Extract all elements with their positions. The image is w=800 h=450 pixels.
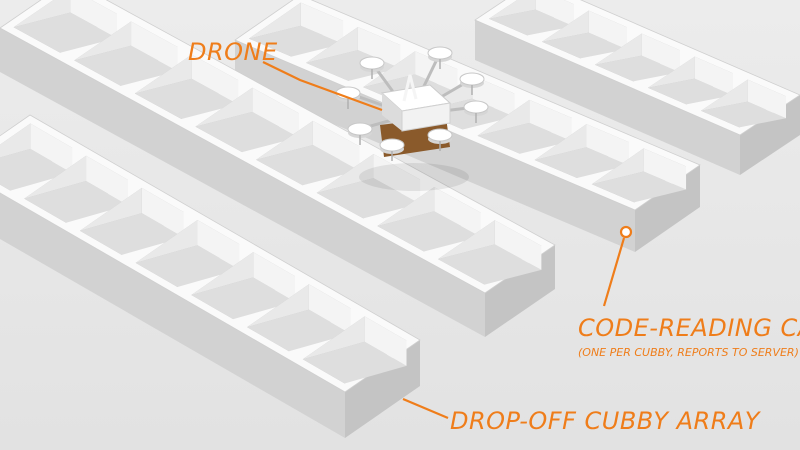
cubby-row-back-right bbox=[474, 0, 800, 175]
cubby-front-wall bbox=[0, 28, 485, 337]
cubby-cell bbox=[437, 220, 542, 285]
cubby-cell bbox=[24, 155, 128, 223]
cubby-cell bbox=[306, 26, 401, 81]
cubby-array-label: DROP-OFF CUBBY ARRAY bbox=[450, 407, 762, 435]
cubby-rows bbox=[0, 0, 800, 438]
drone-rotor bbox=[379, 138, 405, 152]
cubby-front-wall bbox=[0, 192, 345, 438]
drone-rotor bbox=[427, 46, 453, 60]
drone-rotor bbox=[359, 56, 385, 70]
cubby-cell bbox=[79, 187, 184, 255]
cubby-leader-line bbox=[402, 397, 449, 420]
cubby-cell bbox=[488, 0, 575, 36]
camera-leader-line bbox=[602, 237, 626, 307]
cubby-cell bbox=[13, 0, 118, 53]
cubby-cell bbox=[134, 54, 239, 120]
cubby-cell bbox=[377, 187, 481, 252]
cubby-cell bbox=[534, 124, 629, 179]
cubby-cell bbox=[248, 2, 344, 57]
cubby-cell bbox=[541, 10, 628, 59]
cubby-cell bbox=[591, 148, 687, 203]
drone-callout: DRONE bbox=[188, 38, 383, 112]
drone-rotor bbox=[347, 122, 373, 136]
drone-shadow bbox=[359, 163, 469, 191]
cubby-row-front bbox=[0, 114, 421, 438]
camera-label: CODE-READING CAM bbox=[578, 314, 800, 342]
cubby-cell bbox=[477, 99, 572, 154]
cubby-front-wall bbox=[475, 20, 740, 175]
quadcopter-drone-icon bbox=[335, 46, 489, 191]
cubby-cell bbox=[74, 21, 178, 86]
cubby-cell bbox=[195, 87, 299, 153]
cubby-cell bbox=[302, 316, 407, 384]
cubby-cell bbox=[647, 56, 734, 105]
cubby-row-middle bbox=[0, 0, 556, 337]
cubby-cell bbox=[247, 284, 351, 352]
cubby-cell bbox=[256, 120, 360, 186]
drone-label: DRONE bbox=[188, 38, 278, 66]
circle-marker-icon bbox=[619, 225, 633, 239]
drone-rotor bbox=[463, 100, 489, 114]
camera-callout: CODE-READING CAM (ONE PER CUBBY, REPORTS… bbox=[578, 225, 800, 359]
camera-note: (ONE PER CUBBY, REPORTS TO SERVER) bbox=[578, 346, 799, 359]
drone-leader-line bbox=[262, 61, 383, 112]
cubby-cell bbox=[594, 33, 681, 82]
cubby-cell bbox=[135, 219, 240, 288]
drone-body-front bbox=[401, 102, 451, 132]
cubby-cell bbox=[700, 79, 787, 128]
cubby-cell bbox=[191, 252, 296, 320]
drone-body-side bbox=[382, 93, 402, 131]
cubby-cell bbox=[316, 153, 421, 219]
drone-rotor bbox=[427, 128, 453, 142]
drone-rotor bbox=[459, 72, 485, 86]
cubby-array-callout: DROP-OFF CUBBY ARRAY bbox=[402, 397, 762, 435]
drone-handle bbox=[402, 74, 418, 102]
cubby-cell bbox=[0, 123, 73, 191]
